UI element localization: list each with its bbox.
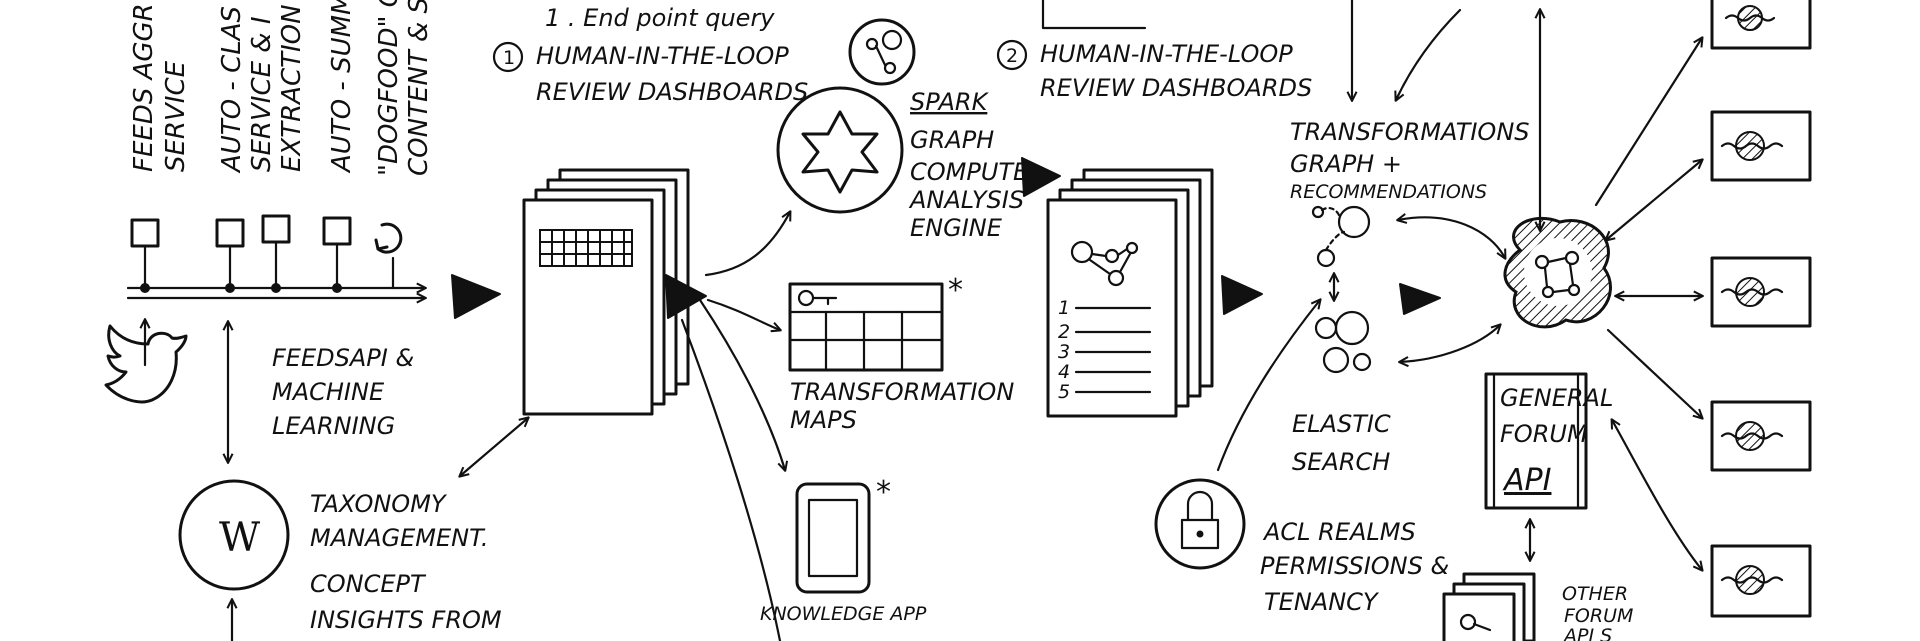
twitter-icon bbox=[104, 324, 188, 404]
dashboard-grid bbox=[539, 229, 633, 267]
list-num-1: 1 bbox=[1058, 297, 1070, 319]
maps-label-2: MAPS bbox=[790, 406, 857, 434]
label-auto-summary: AUTO - SUMMA bbox=[327, 0, 357, 174]
list-num-4: 4 bbox=[1058, 361, 1070, 383]
consumer-2 bbox=[1606, 110, 1812, 240]
consumer-3 bbox=[1616, 256, 1812, 328]
taxonomy-line-4: INSIGHTS FROM bbox=[310, 606, 502, 634]
acl-line-3: TENANCY bbox=[1264, 588, 1380, 616]
feedsapi-line-2: MACHINE bbox=[272, 378, 385, 406]
acl-line-1: ACL REALMS bbox=[1262, 518, 1416, 546]
general-forum-api: GENERAL FORUM API OTHER FORUM API S bbox=[1442, 10, 1633, 641]
refresh-icon bbox=[374, 222, 403, 254]
label-content-search: CONTENT & SEA bbox=[404, 0, 434, 176]
feedsapi-label: FEEDSAPI & MACHINE LEARNING bbox=[272, 344, 414, 440]
flow-triangle-3 bbox=[1021, 157, 1061, 197]
step1-line-2: REVIEW DASHBOARDS bbox=[536, 78, 808, 106]
acl-group: ACL REALMS PERMISSIONS & TENANCY bbox=[1154, 300, 1449, 616]
feedsapi-line-3: LEARNING bbox=[272, 412, 395, 440]
maps-asterisk: * bbox=[948, 273, 963, 308]
other-forum-line-3: API S bbox=[1562, 625, 1612, 641]
label-auto-classification: AUTO - CLAS bbox=[217, 6, 247, 174]
label-dogfood: "DOGFOOD" OU bbox=[374, 0, 404, 176]
graph-mini-icon bbox=[1070, 240, 1139, 287]
list-num-2: 2 bbox=[1058, 321, 1070, 343]
forum-line-2: FORUM bbox=[1500, 420, 1588, 448]
wikipedia-icon: W bbox=[178, 479, 290, 641]
step2-number: 2 bbox=[1006, 45, 1018, 67]
consumer-1 bbox=[1594, 0, 1812, 207]
consumer-5 bbox=[1612, 420, 1812, 618]
lock-icon bbox=[1186, 490, 1214, 522]
spark-title: SPARK bbox=[910, 88, 990, 116]
feed-node-3 bbox=[261, 214, 291, 244]
elastic-line-1: ELASTIC bbox=[1292, 410, 1391, 438]
taxonomy-line-3: CONCEPT bbox=[310, 570, 427, 598]
flow-triangle-4 bbox=[1221, 275, 1263, 315]
spark-group: SPARK GRAPH COMPUTE ANALYSIS ENGINE bbox=[704, 18, 1061, 277]
step1-header: 1 . End point query bbox=[545, 4, 775, 32]
feed-node-1 bbox=[130, 218, 160, 248]
taxonomy-line-2: MANAGEMENT. bbox=[310, 524, 489, 552]
taxonomy-line-1: TAXONOMY bbox=[310, 490, 448, 518]
spark-star-icon bbox=[801, 110, 879, 194]
flow-triangle-5 bbox=[1399, 283, 1441, 315]
label-feeds-aggregation: FEEDS AGGR bbox=[129, 3, 159, 172]
wiki-letter: W bbox=[219, 515, 260, 561]
consumer-4 bbox=[1606, 328, 1812, 472]
step2-line-1: HUMAN-IN-THE-LOOP bbox=[1040, 40, 1293, 68]
feedsapi-line-1: FEEDSAPI & bbox=[272, 344, 414, 372]
spark-line-1: GRAPH bbox=[910, 126, 994, 154]
forum-line-1: GENERAL bbox=[1500, 384, 1613, 412]
label-extraction: EXTRACTION bbox=[277, 4, 307, 172]
step1-number: 1 bbox=[503, 47, 515, 69]
numbered-list: 1 2 3 4 5 bbox=[1058, 297, 1152, 403]
key-icon bbox=[797, 289, 838, 307]
app-asterisk: * bbox=[876, 475, 891, 510]
dashboard-stack-2: 1 2 3 4 5 bbox=[1046, 168, 1263, 418]
feed-node-4 bbox=[322, 216, 352, 246]
consumer-column bbox=[1594, 0, 1812, 618]
flow-triangle-1 bbox=[451, 274, 501, 319]
other-forum-line-2: FORUM bbox=[1564, 605, 1633, 627]
acl-line-2: PERMISSIONS & bbox=[1260, 552, 1449, 580]
top-service-labels: FEEDS AGGR SERVICE AUTO - CLAS SERVICE &… bbox=[129, 0, 434, 176]
list-num-3: 3 bbox=[1058, 341, 1070, 363]
feeds-pipeline bbox=[126, 214, 501, 462]
transformations-line-3: RECOMMENDATIONS bbox=[1290, 181, 1487, 203]
other-forum-line-1: OTHER bbox=[1562, 583, 1628, 605]
dashboard-stack-1 bbox=[460, 168, 707, 476]
spark-line-4: ENGINE bbox=[910, 214, 1003, 242]
step1-line-1: HUMAN-IN-THE-LOOP bbox=[536, 42, 789, 70]
transformations-group: TRANSFORMATIONS GRAPH + RECOMMENDATIONS … bbox=[1290, 0, 1530, 476]
transformation-maps: * TRANSFORMATION MAPS bbox=[706, 273, 1014, 434]
taxonomy-label: TAXONOMY MANAGEMENT. CONCEPT INSIGHTS FR… bbox=[310, 490, 502, 634]
step2-label: 2 HUMAN-IN-THE-LOOP REVIEW DASHBOARDS bbox=[996, 0, 1312, 102]
maps-label-1: TRANSFORMATION bbox=[790, 378, 1014, 406]
transformations-line-2: GRAPH + bbox=[1290, 150, 1402, 178]
knowledge-app: * KNOWLEDGE APP bbox=[680, 298, 927, 641]
flow-triangle-2 bbox=[665, 274, 707, 319]
step1-label: 1 . End point query 1 HUMAN-IN-THE-LOOP … bbox=[492, 4, 808, 106]
elastic-line-2: SEARCH bbox=[1292, 448, 1390, 476]
forum-line-3: API bbox=[1502, 463, 1552, 498]
spark-line-2: COMPUTE bbox=[910, 158, 1029, 186]
label-feeds-service: SERVICE bbox=[161, 60, 191, 172]
spark-line-3: ANALYSIS bbox=[908, 186, 1024, 214]
label-auto-class-service: SERVICE & I bbox=[247, 16, 277, 172]
transformations-line-1: TRANSFORMATIONS bbox=[1290, 118, 1530, 146]
step2-line-2: REVIEW DASHBOARDS bbox=[1040, 74, 1312, 102]
list-num-5: 5 bbox=[1058, 381, 1070, 403]
feed-node-2 bbox=[215, 218, 245, 248]
knowledge-app-label: KNOWLEDGE APP bbox=[760, 603, 927, 625]
hub-graph-icon bbox=[1534, 250, 1581, 299]
